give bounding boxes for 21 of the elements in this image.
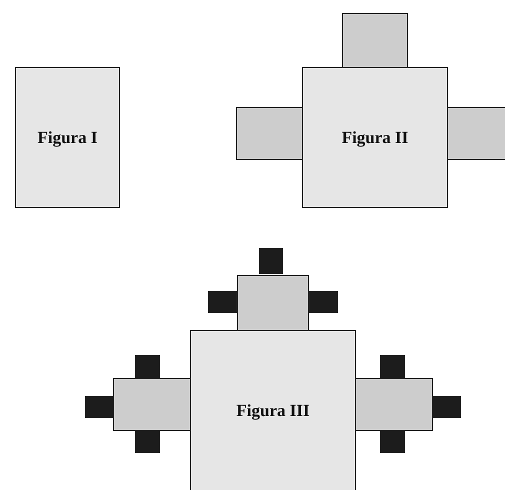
small-dark-square <box>259 248 283 274</box>
square <box>236 107 303 160</box>
figure-square <box>302 67 448 208</box>
square <box>237 275 309 331</box>
square <box>447 107 505 160</box>
small-dark-square <box>208 291 237 313</box>
figure-square <box>15 67 120 208</box>
figure-label: Figura II <box>342 128 408 148</box>
small-dark-square <box>432 396 461 418</box>
figure-label: Figura I <box>38 128 98 148</box>
square <box>113 378 191 431</box>
square <box>355 378 433 431</box>
small-dark-square <box>380 355 405 379</box>
small-dark-square <box>135 430 160 453</box>
square <box>342 13 408 68</box>
small-dark-square <box>135 355 160 379</box>
small-dark-square <box>85 396 114 418</box>
small-dark-square <box>309 291 338 313</box>
figure-label: Figura III <box>236 401 310 421</box>
figure-square <box>190 330 356 490</box>
small-dark-square <box>380 430 405 453</box>
